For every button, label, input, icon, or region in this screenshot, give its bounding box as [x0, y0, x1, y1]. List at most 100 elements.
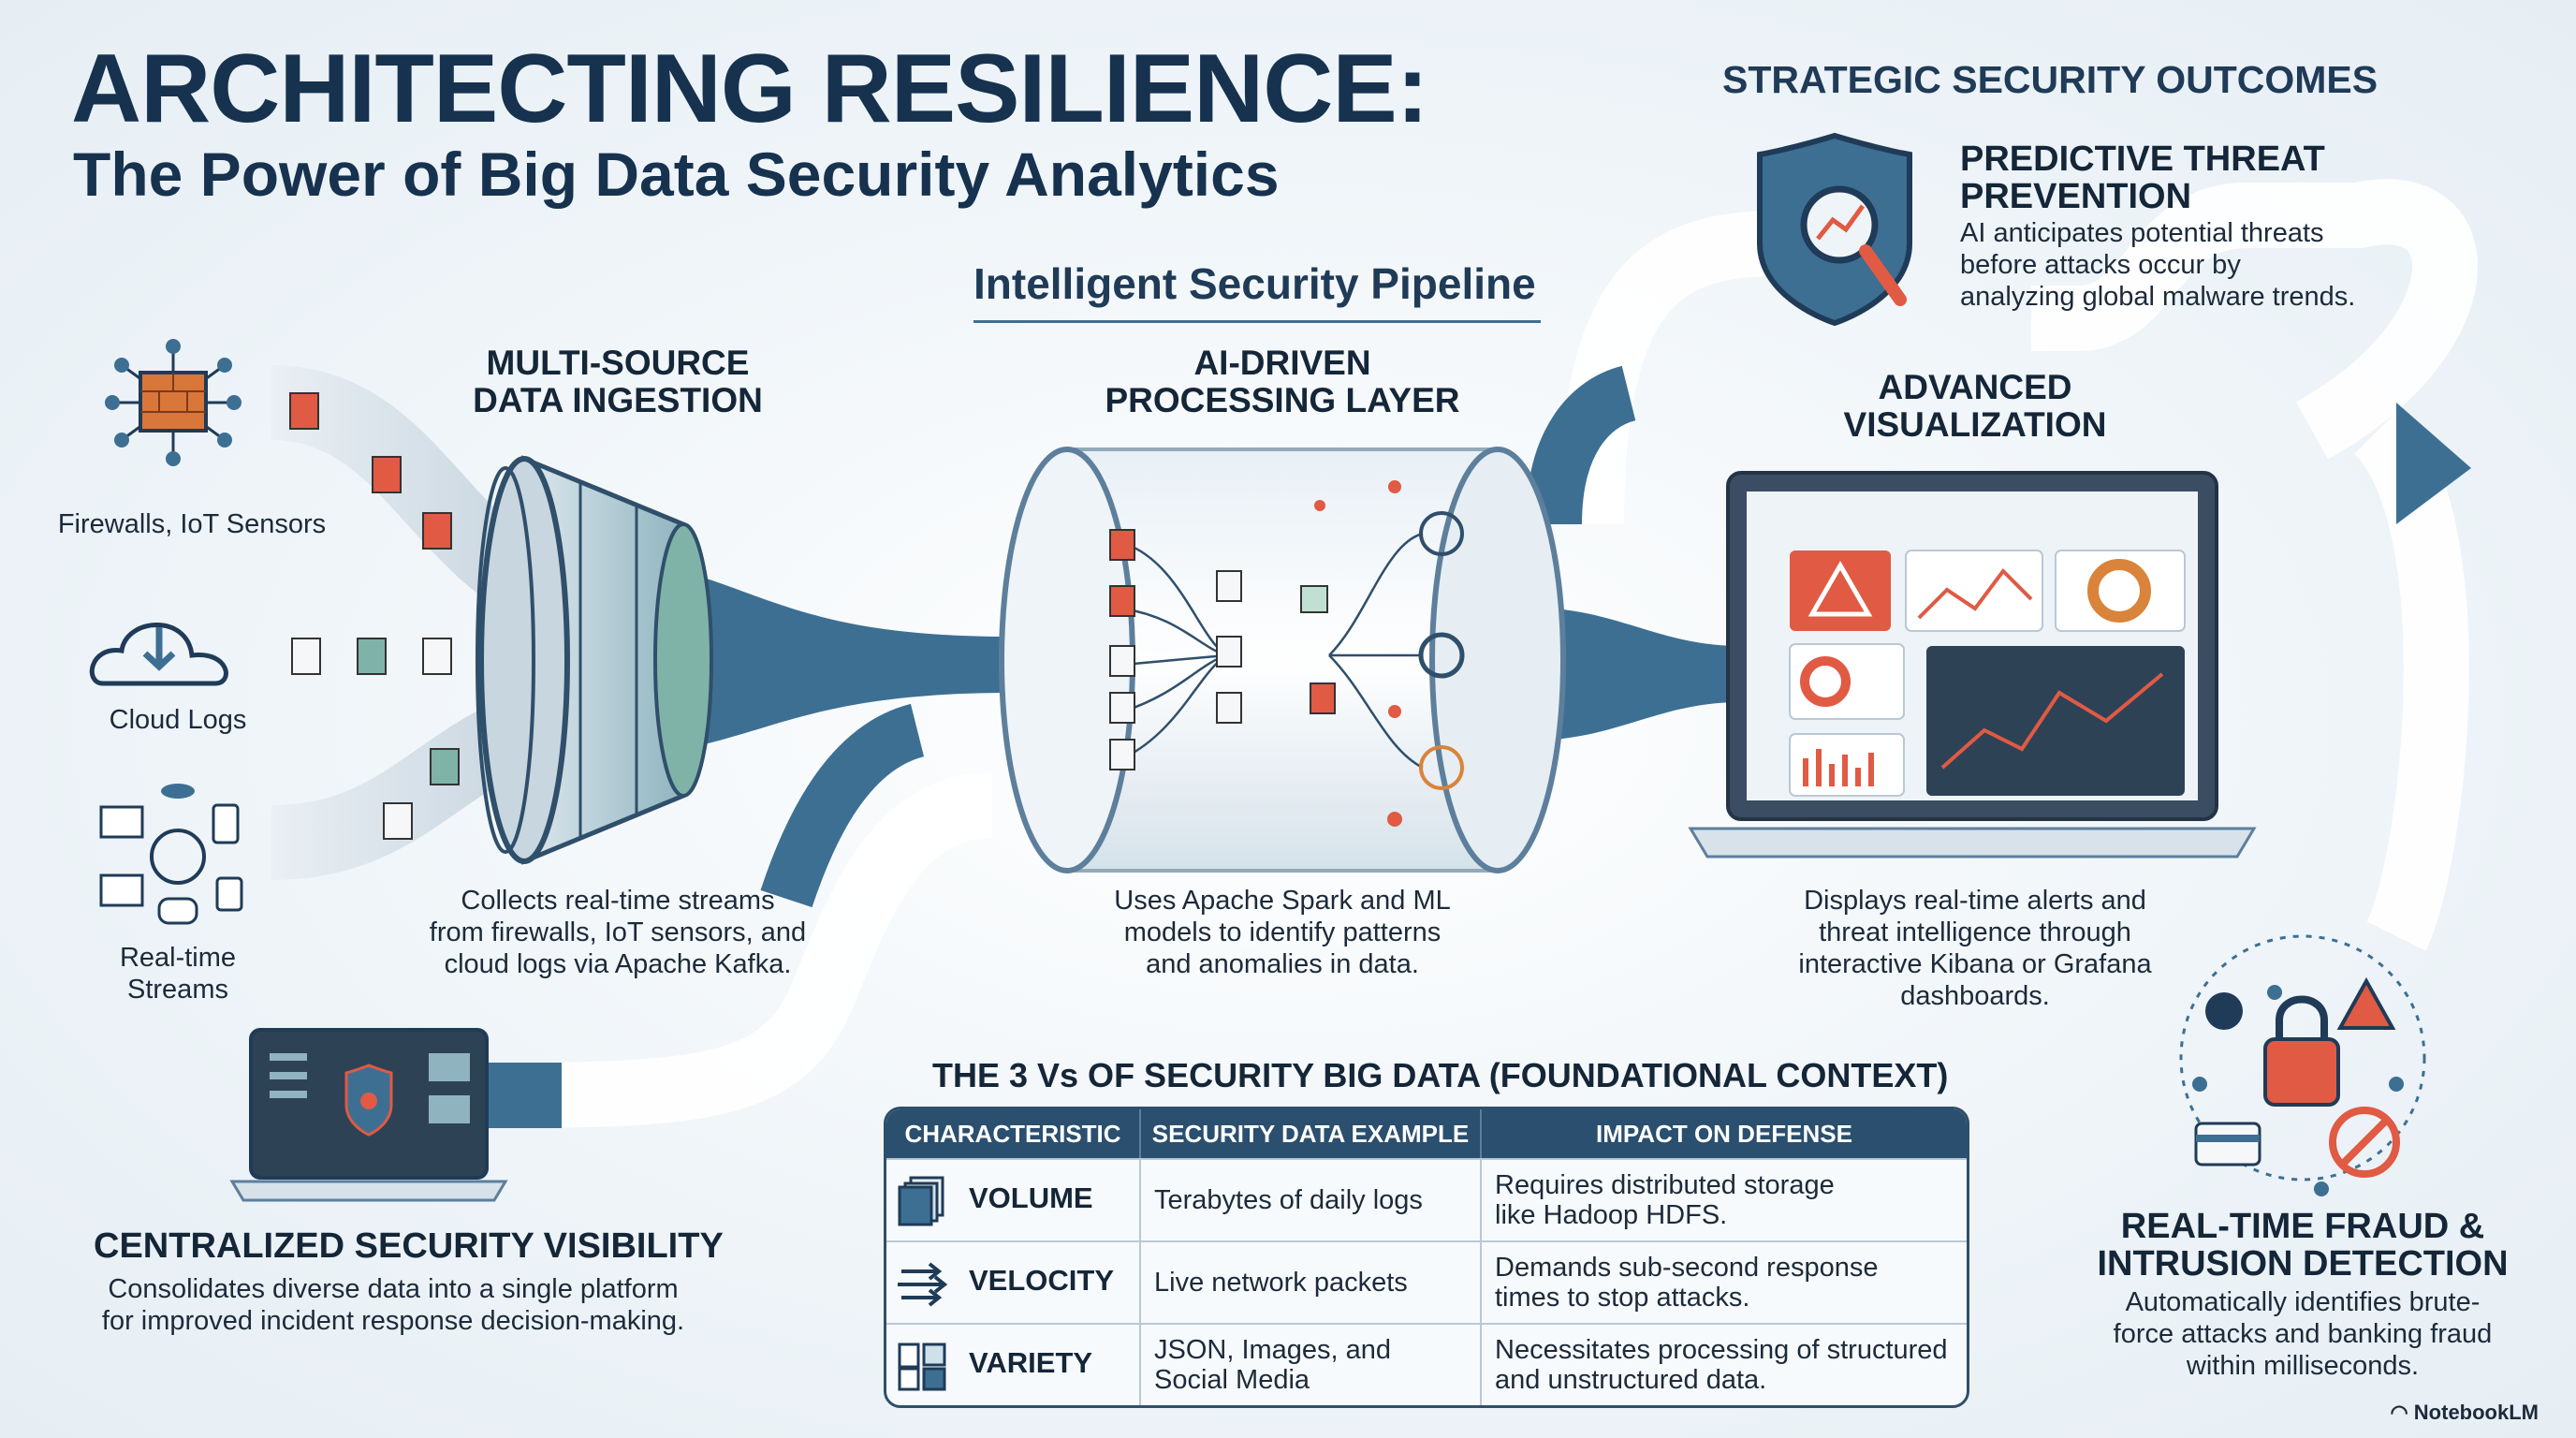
impact-line1: Necessitates processing of structured	[1495, 1335, 1948, 1365]
return-band-top-dark	[1526, 365, 1637, 525]
fraud-desc-line1: Automatically identifies brute-	[2125, 1287, 2481, 1317]
visualization-desc-line1: Displays real-time alerts and	[1804, 886, 2146, 916]
processing-cylinder	[999, 447, 1566, 873]
realtime-streams-line1: Real-time	[119, 943, 237, 973]
visualization-desc-line4: dashboards.	[1900, 981, 2050, 1011]
predictive-desc-line3: analyzing global malware trends.	[1960, 282, 2356, 312]
impact-line2: times to stop attacks.	[1495, 1283, 1750, 1313]
visualization-heading-line1: ADVANCED	[1878, 368, 2072, 406]
impact-line1: Requires distributed storage	[1495, 1170, 1835, 1200]
three-vs-title: THE 3 Vs OF SECURITY BIG DATA (FOUNDATIO…	[932, 1056, 1949, 1094]
impact-cell: Requires distributed storage like Hadoop…	[1482, 1158, 1967, 1240]
visualization-heading-line2: VISUALIZATION	[1843, 405, 2107, 444]
cloud-download-icon	[89, 623, 228, 686]
table-row: VELOCITY Live network packets Demands su…	[886, 1240, 1967, 1323]
predictive-heading-line2: PREVENTION	[1960, 177, 2192, 216]
ingestion-heading-line2: DATA INGESTION	[473, 381, 763, 419]
characteristic-cell: VOLUME	[886, 1158, 1141, 1240]
kafka-funnel	[476, 455, 713, 865]
example-cell: Terabytes of daily logs	[1141, 1158, 1482, 1240]
realtime-streams-label: Real-time Streams	[37, 942, 318, 1005]
centralized-description: Consolidates diverse data into a single …	[75, 1273, 711, 1337]
fraud-desc-line3: within milliseconds.	[2186, 1351, 2420, 1381]
header-characteristic: CHARACTERISTIC	[886, 1109, 1141, 1158]
fraud-desc-line2: force attacks and banking fraud	[2113, 1319, 2493, 1349]
cloud-logs-label: Cloud Logs	[109, 705, 247, 735]
fast-arrows-icon	[898, 1262, 948, 1307]
processing-desc-line2: models to identify patterns	[1123, 917, 1442, 947]
dashboard-laptop	[1688, 471, 2257, 858]
centralized-heading: CENTRALIZED SECURITY VISIBILITY	[94, 1226, 724, 1266]
realtime-streams-line2: Streams	[127, 975, 228, 1005]
ingestion-heading: MULTI-SOURCE DATA INGESTION	[412, 345, 824, 419]
header-example: SECURITY DATA EXAMPLE	[1141, 1109, 1482, 1158]
main-pipe-ingest-to-process	[683, 571, 1011, 749]
pipeline-title: Intelligent Security Pipeline	[973, 259, 1536, 308]
ingestion-heading-line1: MULTI-SOURCE	[486, 344, 750, 382]
fraud-description: Automatically identifies brute- force at…	[2059, 1286, 2546, 1382]
impact-line1: Demands sub-second response	[1495, 1253, 1879, 1283]
ingestion-desc-line3: cloud logs via Apache Kafka.	[444, 949, 792, 979]
return-band-right	[2031, 179, 2478, 460]
centralized-desc-line1: Consolidates diverse data into a single …	[108, 1274, 679, 1304]
characteristic-name: VOLUME	[969, 1181, 1093, 1215]
impact-cell: Demands sub-second response times to sto…	[1482, 1240, 1967, 1323]
predictive-desc-line1: AI anticipates potential threats	[1960, 218, 2324, 248]
stacked-files-icon	[898, 1176, 944, 1226]
processing-heading-line2: PROCESSING LAYER	[1105, 381, 1460, 419]
predictive-heading: PREDICTIVE THREAT PREVENTION	[1960, 140, 2522, 215]
processing-desc-line3: and anomalies in data.	[1146, 949, 1419, 979]
realtime-devices-icon	[99, 784, 243, 925]
brand-watermark: ◠ NotebookLM	[2390, 1401, 2539, 1425]
arrow-to-centralized	[487, 1063, 562, 1128]
mixed-files-icon	[898, 1343, 946, 1391]
shield-magnifier-icon	[1757, 132, 1912, 327]
fraud-heading: REAL-TIME FRAUD & INTRUSION DETECTION	[2059, 1208, 2546, 1283]
centralized-laptop-icon	[229, 1028, 508, 1202]
visualization-heading: ADVANCED VISUALIZATION	[1778, 369, 2172, 444]
fraud-heading-line2: INTRUSION DETECTION	[2097, 1244, 2509, 1284]
processing-description: Uses Apache Spark and ML models to ident…	[1067, 885, 1498, 980]
table-row: VARIETY JSON, Images, and Social Media N…	[886, 1323, 1967, 1405]
fraud-heading-line1: REAL-TIME FRAUD &	[2120, 1207, 2485, 1246]
processing-heading: AI-DRIVEN PROCESSING LAYER	[1076, 345, 1488, 419]
impact-cell: Necessitates processing of structured an…	[1482, 1323, 1967, 1405]
characteristic-name: VARIETY	[969, 1346, 1093, 1380]
three-vs-table: CHARACTERISTIC SECURITY DATA EXAMPLE IMP…	[884, 1107, 1969, 1408]
characteristic-name: VELOCITY	[969, 1264, 1115, 1298]
firewall-network-icon	[105, 339, 242, 466]
ingestion-desc-line2: from firewalls, IoT sensors, and	[429, 917, 807, 947]
pipeline-title-underline	[973, 320, 1541, 323]
impact-line2: like Hadoop HDFS.	[1495, 1200, 1728, 1230]
notebook-logo-icon: ◠	[2390, 1401, 2414, 1424]
predictive-desc-line2: before attacks occur by	[1960, 250, 2241, 280]
characteristic-cell: VELOCITY	[886, 1240, 1141, 1323]
example-line2: Social Media	[1154, 1365, 1310, 1395]
visualization-desc-line2: threat intelligence through	[1819, 917, 2131, 947]
visualization-desc-line3: interactive Kibana or Grafana	[1798, 949, 2152, 979]
visualization-description: Displays real-time alerts and threat int…	[1750, 885, 2200, 1012]
return-band-bottom-dark	[760, 703, 926, 908]
example-cell: Live network packets	[1141, 1240, 1482, 1323]
firewalls-label: Firewalls, IoT Sensors	[57, 509, 327, 539]
centralized-desc-line2: for improved incident response decision-…	[101, 1306, 685, 1336]
example-line1: Terabytes of daily logs	[1154, 1185, 1423, 1215]
header-impact: IMPACT ON DEFENSE	[1482, 1109, 1967, 1158]
table-row: VOLUME Terabytes of daily logs Requires …	[886, 1158, 1967, 1240]
outcomes-title: STRATEGIC SECURITY OUTCOMES	[1722, 58, 2378, 101]
return-band-bottom	[505, 772, 994, 1128]
stream-document-icons	[289, 392, 518, 840]
return-band-dark-right	[2396, 403, 2471, 524]
predictive-heading-line1: PREDICTIVE THREAT	[1960, 139, 2325, 179]
fraud-detection-icons	[2179, 934, 2426, 1196]
ingestion-desc-line1: Collects real-time streams	[461, 886, 775, 916]
processing-heading-line1: AI-DRIVEN	[1193, 344, 1371, 382]
ingestion-description: Collects real-time streams from firewall…	[393, 885, 842, 980]
three-vs-header-row: CHARACTERISTIC SECURITY DATA EXAMPLE IMP…	[886, 1109, 1967, 1158]
example-cell: JSON, Images, and Social Media	[1141, 1323, 1482, 1405]
main-subtitle: The Power of Big Data Security Analytics	[73, 139, 1280, 209]
example-line1: JSON, Images, and	[1154, 1335, 1392, 1365]
example-line1: Live network packets	[1154, 1268, 1408, 1298]
